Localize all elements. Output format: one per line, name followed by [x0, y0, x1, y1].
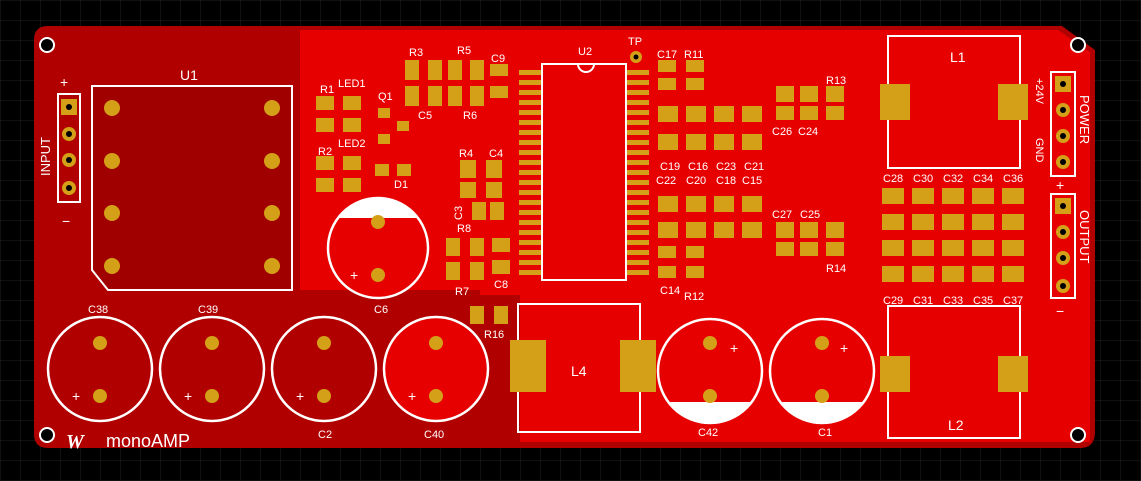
label-c27: C27	[772, 209, 792, 221]
cap-c40	[382, 315, 490, 423]
label-led1: LED1	[338, 78, 366, 90]
label-gnd: GND	[1033, 138, 1045, 163]
label-d1: D1	[394, 179, 408, 191]
label-l4: L4	[571, 363, 587, 379]
cap-c39	[158, 315, 266, 423]
label-r4: R4	[459, 148, 473, 160]
label-c21: C21	[744, 161, 764, 173]
inductor-l2	[880, 305, 1028, 439]
label-c22: C22	[656, 175, 676, 187]
label-l2: L2	[948, 417, 964, 433]
label-led2: LED2	[338, 138, 366, 150]
cap-c38	[46, 315, 154, 423]
label-c34: C34	[973, 173, 993, 185]
u1-module	[91, 85, 293, 291]
label-c38: C38	[88, 304, 108, 316]
output-minus: −	[1056, 303, 1064, 319]
label-c2: C2	[318, 429, 332, 441]
label-r14: R14	[826, 263, 846, 275]
label-c16: C16	[688, 161, 708, 173]
input-connector	[57, 93, 81, 203]
cap-c1	[768, 317, 876, 425]
label-r16: R16	[484, 329, 504, 341]
input-plus: +	[60, 74, 68, 90]
smd-pads-right	[658, 60, 844, 278]
label-r5: R5	[457, 45, 471, 57]
output-connector	[1050, 193, 1076, 299]
logo-mark: W	[66, 431, 85, 453]
cap-c42	[656, 317, 764, 425]
label-tp: TP	[628, 36, 642, 48]
u2-chip	[519, 51, 649, 281]
label-c39: C39	[198, 304, 218, 316]
label-c26: C26	[772, 126, 792, 138]
cap-c6	[326, 196, 430, 300]
power-label: POWER	[1077, 95, 1092, 144]
cap-c2	[270, 315, 378, 423]
output-plus: +	[1056, 177, 1064, 193]
label-c15: C15	[742, 175, 762, 187]
label-c1: C1	[818, 427, 832, 439]
label-u2: U2	[578, 46, 592, 58]
label-c35: C35	[973, 295, 993, 307]
smd-pads-left	[316, 96, 411, 192]
label-c14: C14	[660, 285, 680, 297]
output-label: OUTPUT	[1077, 210, 1092, 264]
c2-plus: +	[296, 388, 304, 404]
mounting-holes	[39, 37, 1086, 443]
label-r8: R8	[457, 223, 471, 235]
label-c19: C19	[660, 161, 680, 173]
c42-plus: +	[730, 340, 738, 356]
inductor-l4	[510, 303, 656, 433]
c39-plus: +	[184, 388, 192, 404]
label-r7: R7	[455, 286, 469, 298]
label-c31: C31	[913, 295, 933, 307]
label-c33: C33	[943, 295, 963, 307]
label-r1: R1	[320, 84, 334, 96]
label-c42: C42	[698, 427, 718, 439]
input-minus: −	[62, 213, 70, 229]
label-r2: R2	[318, 146, 332, 158]
label-r12: R12	[684, 291, 704, 303]
output-cap-array	[882, 188, 1024, 282]
label-c3: C3	[453, 206, 465, 220]
label-r11: R11	[684, 49, 703, 61]
label-u1: U1	[180, 67, 198, 83]
c6-plus: +	[350, 267, 358, 283]
label-r6: R6	[463, 110, 477, 122]
c40-plus: +	[408, 388, 416, 404]
label-r3: R3	[409, 47, 423, 59]
label-c23: C23	[716, 161, 736, 173]
label-c25: C25	[800, 209, 820, 221]
label-c6: C6	[374, 304, 388, 316]
label-c40: C40	[424, 429, 444, 441]
c38-plus: +	[72, 388, 80, 404]
label-c37: C37	[1003, 295, 1023, 307]
label-c8: C8	[494, 279, 508, 291]
label-c28: C28	[883, 173, 903, 185]
label-c36: C36	[1003, 173, 1023, 185]
label-c30: C30	[913, 173, 933, 185]
label-c17: C17	[657, 49, 677, 61]
c1-plus: +	[840, 340, 848, 356]
label-l1: L1	[950, 49, 966, 65]
label-24v: +24V	[1033, 78, 1045, 105]
input-label: INPUT	[38, 137, 53, 176]
label-q1: Q1	[378, 91, 393, 103]
smd-pads-mid	[405, 60, 510, 324]
label-c32: C32	[943, 173, 963, 185]
label-r13: R13	[826, 75, 846, 87]
power-connector	[1050, 71, 1076, 177]
inductor-l1	[880, 35, 1028, 169]
label-c18: C18	[716, 175, 736, 187]
label-c5: C5	[418, 110, 432, 122]
label-c24: C24	[798, 126, 818, 138]
label-c29: C29	[883, 295, 903, 307]
label-c9: C9	[491, 53, 505, 65]
logo-text: monoAMP	[106, 431, 190, 451]
label-c20: C20	[686, 175, 706, 187]
label-c4: C4	[489, 148, 503, 160]
